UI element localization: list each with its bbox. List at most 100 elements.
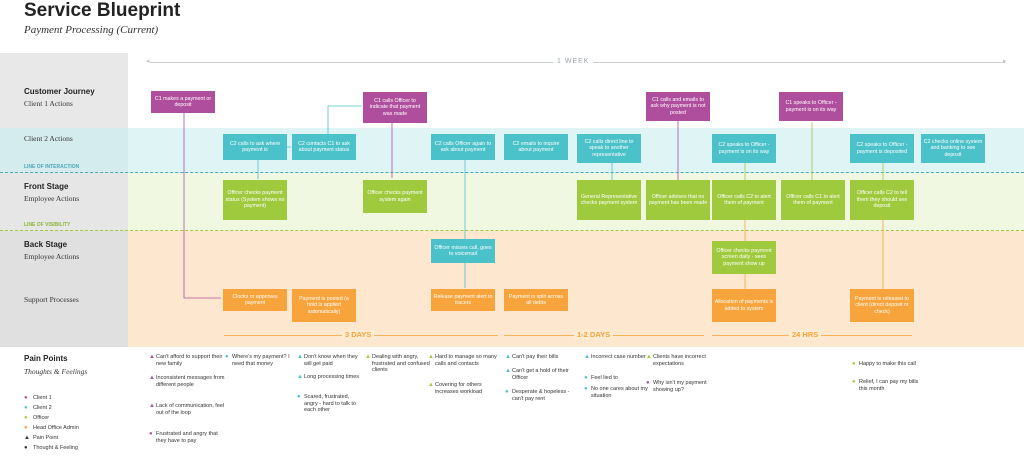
timeline-label: 1 WEEK bbox=[553, 58, 594, 65]
pain-point: ▲Dealing with angry, frustrated and conf… bbox=[365, 354, 430, 373]
pain-point: ▲Can't afford to support their new famil… bbox=[149, 354, 223, 367]
pain-point: ▲Don't know when they will get paid bbox=[297, 354, 358, 367]
thought: ●Scared, frustrated, angry - hard to tal… bbox=[297, 394, 356, 413]
dot-icon: ● bbox=[24, 405, 28, 411]
pain-point: ▲Long processing times bbox=[297, 374, 360, 380]
box-c2-3: C2 calls Officer again to ask about paym… bbox=[431, 134, 495, 160]
legend-thought: ●Thought & Feeling bbox=[24, 445, 78, 451]
pain-point-icon: ▲ bbox=[646, 354, 652, 360]
thought-bubble-icon: ● bbox=[584, 375, 588, 381]
pain-point-icon: ▲ bbox=[297, 354, 303, 360]
box-fs-3: General Representative checks payment sy… bbox=[577, 180, 641, 220]
line-of-visibility bbox=[0, 230, 1024, 231]
pain-point: ▲Clients have incorrect expectations bbox=[646, 354, 706, 367]
label-line-of-interaction: LINE OF INTERACTION bbox=[24, 164, 80, 170]
box-fs-1: Officer checks payment status (System sh… bbox=[223, 180, 287, 220]
pain-point-icon: ▲ bbox=[297, 374, 303, 380]
pain-point-icon: ▲ bbox=[428, 354, 434, 360]
box-sp-3: Release payment alert to tracers bbox=[431, 289, 495, 311]
box-c2-6: C2 speaks to Officer - payment is on its… bbox=[712, 134, 776, 163]
timeline-arrow-left-icon: ◂ bbox=[146, 58, 150, 65]
lane-backstage-left bbox=[0, 231, 128, 347]
label-line-of-visibility: LINE OF VISIBILITY bbox=[24, 222, 71, 228]
box-c2-5: C2 calls direct line to speak to another… bbox=[577, 134, 641, 163]
lane-label-back-stage-sub: Employee Actions bbox=[24, 252, 80, 261]
pain-point-icon: ▲ bbox=[365, 354, 371, 360]
thought-bubble-icon: ● bbox=[646, 380, 650, 386]
lane-client2-left bbox=[0, 128, 128, 173]
box-c2-4: C2 emails to inquire about payment bbox=[504, 134, 568, 160]
pain-point-icon: ▲ bbox=[428, 382, 434, 388]
box-c2-2: C2 contacts C1 to ask about payment stat… bbox=[292, 134, 356, 160]
box-fs-5: Officer calls C2 to alert them of paymen… bbox=[712, 180, 776, 220]
box-fs-4: Officer advises that no payment has been… bbox=[646, 180, 710, 220]
lane-label-front-stage-sub: Employee Actions bbox=[24, 194, 80, 203]
timeline-arrow-right-icon: ▸ bbox=[1003, 58, 1007, 65]
pain-point-icon: ▲ bbox=[149, 354, 155, 360]
thought: ●Feel lied to bbox=[584, 375, 618, 381]
pain-point: ▲Can't pay their bills bbox=[505, 354, 559, 360]
pain-point-icon: ▲ bbox=[149, 403, 155, 409]
duration-3-days: 3 DAYS bbox=[342, 330, 375, 339]
lane-label-back-stage: Back Stage bbox=[24, 240, 68, 249]
legend-head-office: ●Head Office Admin bbox=[24, 425, 79, 431]
thought-bubble-icon: ● bbox=[852, 379, 856, 385]
box-sp-4: Payment is split across all debts bbox=[504, 289, 568, 311]
legend-pain-point: ▲Pain Point bbox=[24, 435, 59, 441]
legend-client1: ●Client 1 bbox=[24, 395, 52, 401]
pain-point: ▲Lack of communication, feel out of the … bbox=[149, 403, 225, 416]
thought-bubble-icon: ● bbox=[584, 386, 588, 392]
pain-point-icon: ▲ bbox=[584, 354, 590, 360]
lane-customer-bg bbox=[0, 53, 128, 128]
box-c1-3: C1 calls and emails to ask why payment i… bbox=[646, 92, 710, 121]
pain-point-icon: ▲ bbox=[24, 435, 30, 441]
box-sp-2: Payment is posted (a hold is applied aut… bbox=[292, 289, 356, 322]
thought: ●Relief, I can pay my bills this month bbox=[852, 379, 919, 392]
dot-icon: ● bbox=[24, 425, 28, 431]
arrow-c1-to-support bbox=[183, 113, 221, 299]
lane-label-pain-points: Pain Points bbox=[24, 354, 68, 363]
thought: ●No one cares about my situation bbox=[584, 386, 648, 399]
thought-bubble-icon: ● bbox=[852, 361, 856, 367]
box-fs-7: Officer calls C2 to tell them they shoul… bbox=[850, 180, 914, 220]
lane-label-client2: Client 2 Actions bbox=[24, 134, 73, 143]
legend-officer: ●Officer bbox=[24, 415, 50, 421]
pain-point-icon: ▲ bbox=[149, 375, 155, 381]
pain-point: ▲Hard to manage so many calls and contac… bbox=[428, 354, 497, 367]
box-bs-2: Officer checks payment screen daily - se… bbox=[712, 241, 776, 274]
dot-icon: ● bbox=[24, 395, 28, 401]
legend-client2: ●Client 2 bbox=[24, 405, 52, 411]
dot-icon: ● bbox=[24, 415, 28, 421]
thought-bubble-icon: ● bbox=[24, 445, 28, 451]
thought-bubble-icon: ● bbox=[149, 431, 153, 437]
box-c2-1: C2 calls to ask where payment is bbox=[223, 134, 287, 160]
lane-label-client1: Client 1 Actions bbox=[24, 99, 73, 108]
thought-bubble-icon: ● bbox=[297, 394, 301, 400]
lane-label-pain-points-sub: Thoughts & Feelings bbox=[24, 367, 88, 376]
thought-bubble-icon: ● bbox=[225, 354, 229, 360]
pain-point: ▲Covering for others increases workload bbox=[428, 382, 483, 395]
thought: ●Frustrated and angry that they have to … bbox=[149, 431, 218, 444]
thought-bubble-icon: ● bbox=[505, 389, 509, 395]
box-sp-6: Payment is released to client (direct de… bbox=[850, 289, 914, 322]
arrow-c2contact-to-c1 bbox=[327, 105, 362, 134]
thought: ●Happy to make this call bbox=[852, 361, 916, 367]
box-fs-6: Officer calls C1 to alert them of paymen… bbox=[781, 180, 845, 220]
box-c2-7: C2 speaks to Officer - payment is deposi… bbox=[850, 134, 914, 163]
box-c1-2: C1 calls Officer to indicate that paymen… bbox=[363, 92, 427, 123]
box-fs-2: Officer checks payment system again bbox=[363, 180, 427, 213]
box-bs-1: Officer misses call, goes to voicemail bbox=[431, 239, 495, 263]
thought: ●Where's my payment? I need that money bbox=[225, 354, 290, 367]
box-sp-1: Clocks or approves payment bbox=[223, 289, 287, 311]
lane-label-customer-journey: Customer Journey bbox=[24, 87, 95, 96]
page-title: Service Blueprint bbox=[24, 0, 181, 21]
lane-label-front-stage: Front Stage bbox=[24, 182, 69, 191]
pain-point: ▲Incorrect case number bbox=[584, 354, 646, 360]
lane-frontstage-left bbox=[0, 173, 128, 231]
page-subtitle: Payment Processing (Current) bbox=[24, 24, 159, 36]
pain-point-icon: ▲ bbox=[505, 354, 511, 360]
box-c1-1: C1 makes a payment or deposit bbox=[151, 91, 215, 113]
line-of-interaction bbox=[0, 172, 1024, 173]
duration-24-hrs: 24 HRS bbox=[789, 330, 822, 339]
